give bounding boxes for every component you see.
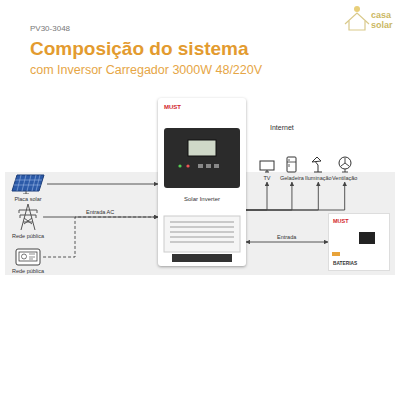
- edge-label: Entrada AC: [85, 209, 115, 215]
- connector: [246, 182, 292, 210]
- node-label: Iluminação: [305, 175, 332, 181]
- solar-panel: [11, 174, 45, 194]
- node-label: Rede pública: [12, 268, 44, 274]
- title: Composição do sistema: [30, 38, 249, 60]
- connector: [246, 182, 318, 210]
- text-label: com Inversor Carregador 3000W 48/220V: [30, 63, 262, 77]
- brand-name: MUST: [333, 218, 349, 224]
- grid-meter: [15, 248, 41, 266]
- fan-icon: [337, 156, 353, 173]
- text-label: PV30-3048: [30, 24, 70, 33]
- power-tower: [15, 203, 41, 231]
- device-name: Solar Inverter: [158, 196, 246, 202]
- node-label: Rede pública: [12, 233, 44, 239]
- connector: [246, 182, 267, 210]
- inverter-node: MUST Solar Inverter: [158, 98, 246, 266]
- tv-icon: [259, 160, 275, 173]
- inverter-body-art: [158, 98, 246, 266]
- node-label: Geladeira: [280, 175, 304, 181]
- connector: [246, 182, 345, 210]
- node-label: TV: [263, 175, 270, 181]
- power-tower-node: Rede pública: [12, 203, 44, 239]
- fridge-icon-node: Geladeira: [280, 156, 304, 181]
- grid-meter-node: Rede pública: [12, 248, 44, 274]
- tv-icon-node: TV: [259, 160, 275, 181]
- battery-node: MUST BATERIAS: [328, 213, 390, 271]
- text-label: casa: [371, 10, 391, 20]
- fan-icon-node: Ventilação: [332, 156, 357, 181]
- solar-panel-node: Placa solar: [11, 174, 45, 202]
- logo-house: [345, 6, 369, 30]
- lamp-icon: [311, 156, 325, 173]
- lamp-icon-node: Iluminação: [305, 156, 332, 181]
- connector: [43, 217, 158, 257]
- brand-name: MUST: [164, 104, 181, 110]
- node-label: Ventilação: [332, 175, 357, 181]
- node-label: Placa solar: [14, 196, 41, 202]
- connector: [246, 242, 328, 243]
- device-name: BATERIAS: [333, 261, 357, 266]
- fridge-icon: [286, 156, 297, 173]
- text-label: solar: [371, 20, 393, 30]
- connector: [47, 184, 158, 185]
- edge-label: Entrada: [276, 234, 297, 240]
- text-label: Internet: [270, 124, 294, 131]
